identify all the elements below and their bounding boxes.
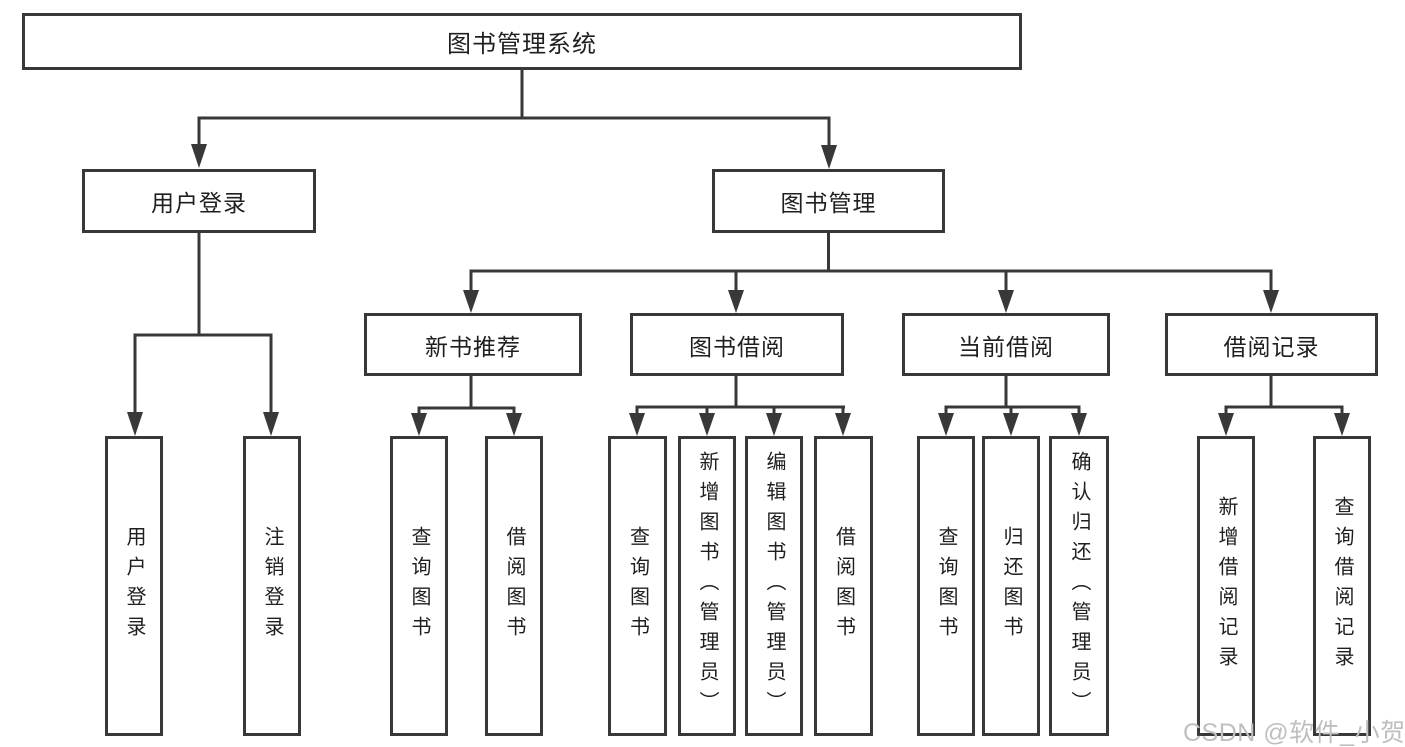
node-book-management-label: 图书管理	[780, 190, 877, 216]
leaf-add-books-admin: 新增图书（管理员）	[678, 436, 736, 736]
leaf-current-query-books-label: 查询图书	[935, 526, 957, 646]
node-borrowing-records: 借阅记录	[1165, 313, 1378, 376]
node-new-book-recommend-label: 新书推荐	[425, 333, 521, 360]
node-book-management: 图书管理	[712, 169, 945, 233]
leaf-edit-books-admin-label: 编辑图书（管理员）	[763, 451, 785, 721]
leaf-confirm-return-admin-label: 确认归还（管理员）	[1068, 451, 1090, 721]
node-borrowing-records-label: 借阅记录	[1223, 333, 1320, 360]
leaf-recommend-query-books-label: 查询图书	[408, 526, 430, 646]
leaf-user-login: 用户登录	[105, 436, 163, 736]
node-root-label: 图书管理系统	[447, 31, 597, 58]
leaf-query-borrow-record: 查询借阅记录	[1313, 436, 1371, 736]
leaf-edit-books-admin: 编辑图书（管理员）	[745, 436, 803, 736]
csdn-watermark: CSDN @软件_小贺同学	[1183, 719, 1405, 747]
leaf-borrowing-query-books: 查询图书	[608, 436, 667, 736]
leaf-borrow-books: 借阅图书	[814, 436, 873, 736]
node-book-borrowing-label: 图书借阅	[689, 333, 785, 360]
leaf-current-query-books: 查询图书	[917, 436, 975, 736]
leaf-recommend-query-books: 查询图书	[390, 436, 448, 736]
leaf-recommend-borrow-books-label: 借阅图书	[503, 526, 525, 646]
leaf-add-borrow-record-label: 新增借阅记录	[1215, 496, 1237, 676]
leaf-borrow-books-label: 借阅图书	[832, 526, 855, 646]
leaf-borrowing-query-books-label: 查询图书	[626, 526, 649, 646]
leaf-return-books: 归还图书	[982, 436, 1040, 736]
leaf-logout-label: 注销登录	[261, 526, 283, 646]
node-root-system: 图书管理系统	[22, 13, 1022, 70]
node-current-borrowing-label: 当前借阅	[958, 333, 1054, 360]
leaf-user-login-label: 用户登录	[123, 526, 145, 646]
leaf-return-books-label: 归还图书	[1000, 526, 1022, 646]
leaf-add-books-admin-label: 新增图书（管理员）	[696, 451, 718, 721]
node-current-borrowing: 当前借阅	[902, 313, 1110, 376]
leaf-confirm-return-admin: 确认归还（管理员）	[1049, 436, 1109, 736]
node-book-borrowing: 图书借阅	[630, 313, 844, 376]
leaf-query-borrow-record-label: 查询借阅记录	[1331, 496, 1353, 676]
node-user-login: 用户登录	[82, 169, 316, 233]
leaf-logout: 注销登录	[243, 436, 301, 736]
node-new-book-recommend: 新书推荐	[364, 313, 582, 376]
node-user-login-label: 用户登录	[151, 190, 247, 216]
leaf-recommend-borrow-books: 借阅图书	[485, 436, 543, 736]
leaf-add-borrow-record: 新增借阅记录	[1197, 436, 1255, 736]
